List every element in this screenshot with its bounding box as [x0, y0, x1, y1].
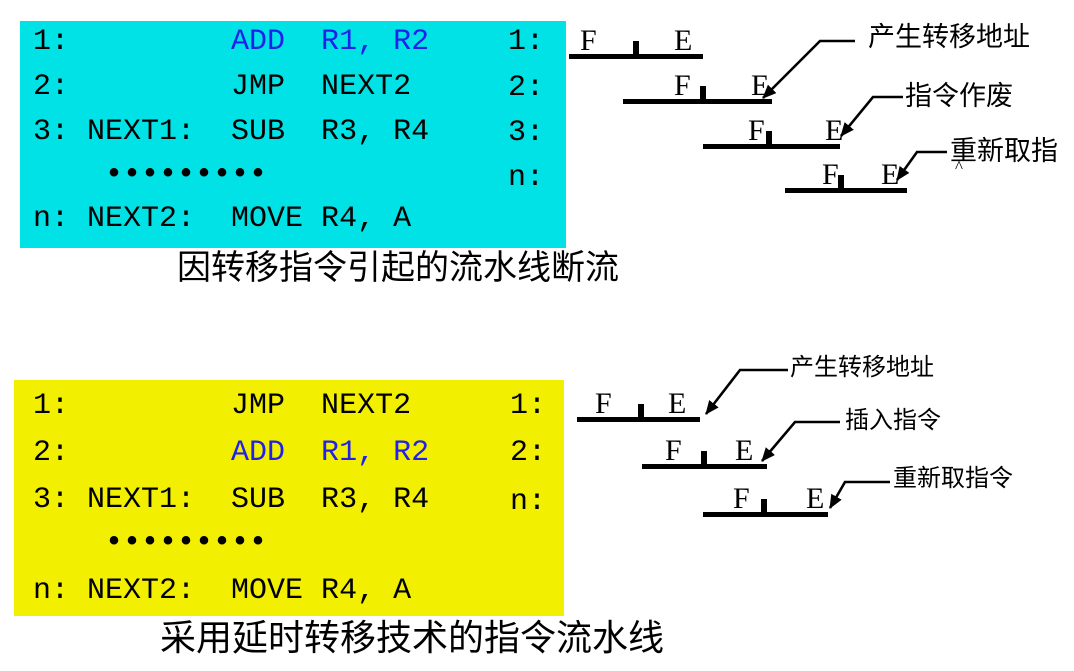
code-line-prefix: n: NEXT2:	[33, 574, 232, 608]
annotation-arrow	[828, 480, 890, 509]
code-line-instruction: MOVE R4, A	[231, 574, 412, 608]
code-line-prefix: n: NEXT2:	[33, 202, 232, 236]
fetch-stage-letter: F	[674, 69, 691, 102]
annotation-arrow	[895, 150, 947, 181]
execute-stage-letter: E	[735, 434, 754, 467]
annotation-label: 插入指令	[845, 408, 941, 434]
code-line-instruction: JMP NEXT2	[231, 70, 412, 104]
bottom-caption: 采用延时转移技术的指令流水线	[160, 618, 665, 658]
pipeline-row-label: 2:	[508, 71, 545, 105]
execute-stage-letter: E	[674, 24, 693, 57]
pipeline-stage-bar	[577, 417, 700, 422]
code-line-instruction: ADD R1, R2	[231, 436, 430, 470]
annotation-arrow	[704, 368, 788, 415]
execute-stage-letter: E	[668, 387, 687, 420]
annotation-label: 产生转移地址	[790, 355, 934, 381]
code-line-instruction: •••••••••	[105, 158, 268, 192]
code-line-instruction: SUB R3, R4	[231, 115, 430, 149]
code-line: 1: JMP NEXT2	[33, 390, 411, 422]
code-line: n: NEXT2: MOVE R4, A	[33, 203, 411, 235]
pipeline-stage-bar	[623, 99, 772, 104]
execute-stage-letter: E	[825, 114, 844, 147]
code-line-prefix: 2:	[33, 70, 232, 104]
stage-divider-tick	[700, 86, 706, 99]
code-line: n: NEXT2: MOVE R4, A	[33, 575, 411, 607]
pipeline-stage-bar	[703, 512, 828, 517]
fetch-stage-letter: F	[665, 434, 682, 467]
pipeline-stage-bar	[785, 188, 907, 193]
code-ellipsis: •••••••••	[33, 159, 267, 191]
execute-stage-letter: E	[881, 158, 900, 191]
code-line-instruction: SUB R3, R4	[231, 483, 430, 517]
pipeline-row-label: 1:	[510, 389, 547, 423]
stage-divider-tick	[633, 41, 639, 54]
code-line-prefix: 1:	[33, 389, 232, 423]
stage-divider-tick	[766, 131, 772, 144]
code-line: 3: NEXT1: SUB R3, R4	[33, 116, 429, 148]
caret-mark: ^	[955, 157, 963, 176]
code-line-prefix: 2:	[33, 436, 232, 470]
stage-divider-tick	[761, 499, 767, 512]
code-line-prefix: 3: NEXT1:	[33, 483, 232, 517]
bottom-code-box	[14, 380, 564, 616]
code-ellipsis: •••••••••	[33, 527, 267, 559]
top-code-box	[20, 21, 566, 248]
code-line-instruction: ADD R1, R2	[231, 25, 430, 59]
stage-divider-tick	[638, 404, 644, 417]
annotation-label: 重新取指	[950, 136, 1058, 166]
fetch-stage-letter: F	[580, 24, 597, 57]
code-line-prefix: 3: NEXT1:	[33, 115, 232, 149]
pipeline-stage-bar	[703, 144, 840, 149]
pipeline-row-label: n:	[510, 485, 547, 519]
annotation-label: 重新取指令	[893, 466, 1013, 492]
top-caption: 因转移指令引起的流水线断流	[177, 250, 619, 287]
code-line-instruction: JMP NEXT2	[231, 389, 412, 423]
annotation-arrow	[839, 95, 903, 137]
code-line-instruction: •••••••••	[105, 526, 268, 560]
code-line-instruction: MOVE R4, A	[231, 202, 412, 236]
fetch-stage-letter: F	[748, 114, 765, 147]
execute-stage-letter: E	[751, 69, 770, 102]
fetch-stage-letter: F	[822, 158, 839, 191]
fetch-stage-letter: F	[733, 482, 750, 515]
code-line: 2: ADD R1, R2	[33, 437, 429, 469]
code-line-prefix	[33, 526, 105, 560]
annotation-arrow	[761, 420, 840, 462]
fetch-stage-letter: F	[595, 387, 612, 420]
pipeline-row-label: 3:	[508, 116, 545, 150]
code-line: 1: ADD R1, R2	[33, 26, 429, 58]
annotation-arrow	[762, 39, 855, 99]
pipeline-row-label: n:	[508, 161, 545, 195]
annotation-label: 产生转移地址	[868, 22, 1030, 52]
pipeline-stage-bar	[569, 54, 703, 59]
pipeline-row-label: 2:	[510, 436, 547, 470]
stage-divider-tick	[838, 175, 844, 188]
annotation-label: 指令作废	[905, 81, 1013, 111]
pipeline-stage-bar	[642, 464, 767, 469]
code-line: 3: NEXT1: SUB R3, R4	[33, 484, 429, 516]
execute-stage-letter: E	[806, 482, 825, 515]
code-line-prefix: 1:	[33, 25, 232, 59]
code-line-prefix	[33, 158, 105, 192]
stage-divider-tick	[701, 451, 707, 464]
code-line: 2: JMP NEXT2	[33, 71, 411, 103]
pipeline-row-label: 1:	[508, 25, 545, 59]
